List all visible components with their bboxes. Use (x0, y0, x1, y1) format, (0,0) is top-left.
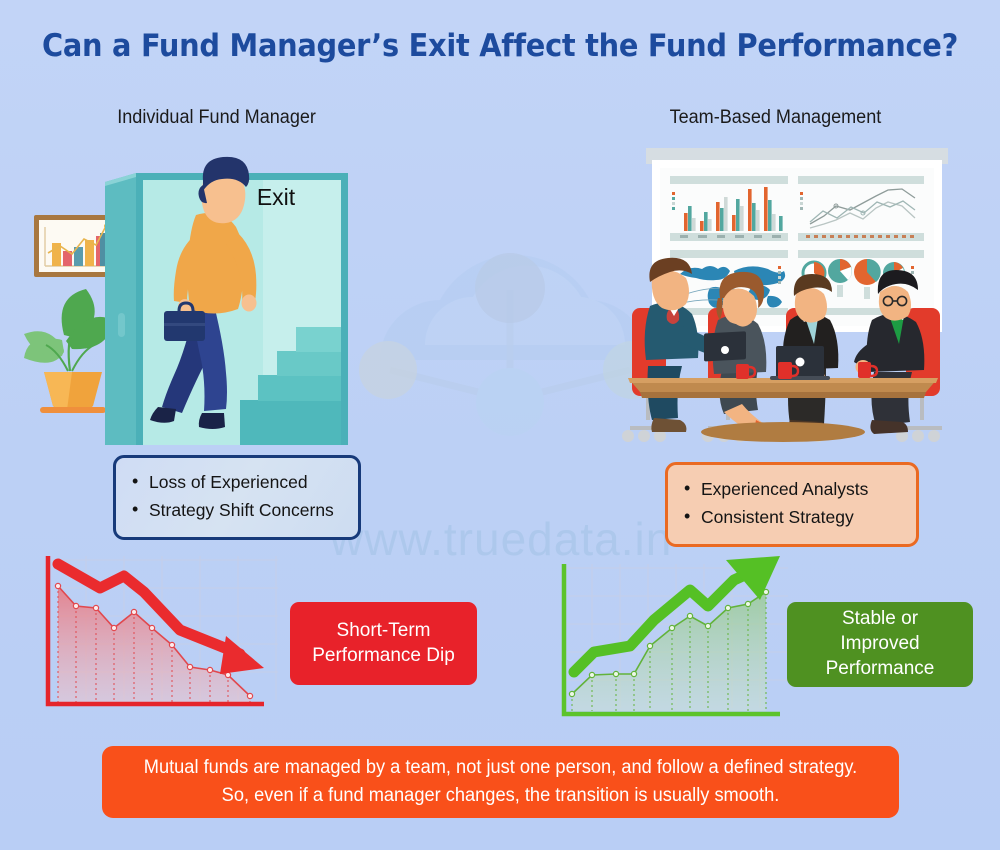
dashboard-line-chart (798, 176, 924, 241)
framed-bar-chart-picture (34, 215, 118, 277)
result-line: Performance (825, 657, 935, 679)
watermark-url: www.truedata.in (330, 513, 673, 565)
team-management-illustration (622, 148, 948, 442)
exit-sign-label: Exit (257, 184, 296, 210)
individual-manager-illustration: Exit (24, 156, 348, 445)
left-column-heading: Individual Fund Manager (117, 107, 316, 128)
upward-green-arrow (568, 556, 780, 678)
list-item: Loss of Experienced (132, 467, 342, 497)
chart-droplines (571, 592, 767, 711)
chart-droplines (57, 586, 251, 702)
departing-manager-figure (150, 156, 257, 429)
chart-area-fill (58, 586, 250, 702)
footer-note-banner: Mutual funds are managed by a team, not … (102, 746, 899, 818)
chart-area-fill (572, 592, 766, 711)
downward-red-arrow (52, 558, 264, 674)
stable-improved-label: Stable or Improved Performance (787, 602, 973, 687)
individual-manager-bullets: Loss of Experienced Strategy Shift Conce… (113, 455, 361, 540)
eyeglasses-icon (882, 295, 908, 307)
briefcase (164, 301, 205, 341)
result-line: Stable or (841, 608, 919, 630)
dashboard-bar-chart (670, 176, 788, 241)
chart-axes (561, 564, 780, 717)
chart-markers (568, 588, 770, 698)
short-term-dip-label: Short-Term Performance Dip (290, 602, 477, 685)
right-column-heading: Team-Based Management (669, 107, 882, 128)
list-item: Experienced Analysts (684, 474, 900, 504)
conference-table (628, 378, 938, 442)
improving-performance-chart (561, 556, 788, 717)
staircase (240, 327, 341, 445)
result-line: Improved (840, 633, 920, 655)
team-management-bullets: Experienced Analysts Consistent Strategy (665, 462, 919, 547)
page-title: Can a Fund Manager’s Exit Affect the Fun… (41, 28, 959, 64)
potted-monstera-plant (24, 289, 114, 413)
declining-performance-chart (45, 556, 278, 707)
red-coffee-mugs (736, 362, 879, 379)
result-line: Short-Term (336, 619, 431, 641)
list-item: Strategy Shift Concerns (132, 495, 342, 525)
list-item: Consistent Strategy (684, 502, 900, 532)
chart-markers (54, 582, 254, 700)
footer-note-text: Mutual funds are managed by a team, not … (143, 757, 858, 806)
result-line: Performance Dip (312, 644, 455, 666)
chart-axes (45, 556, 264, 707)
